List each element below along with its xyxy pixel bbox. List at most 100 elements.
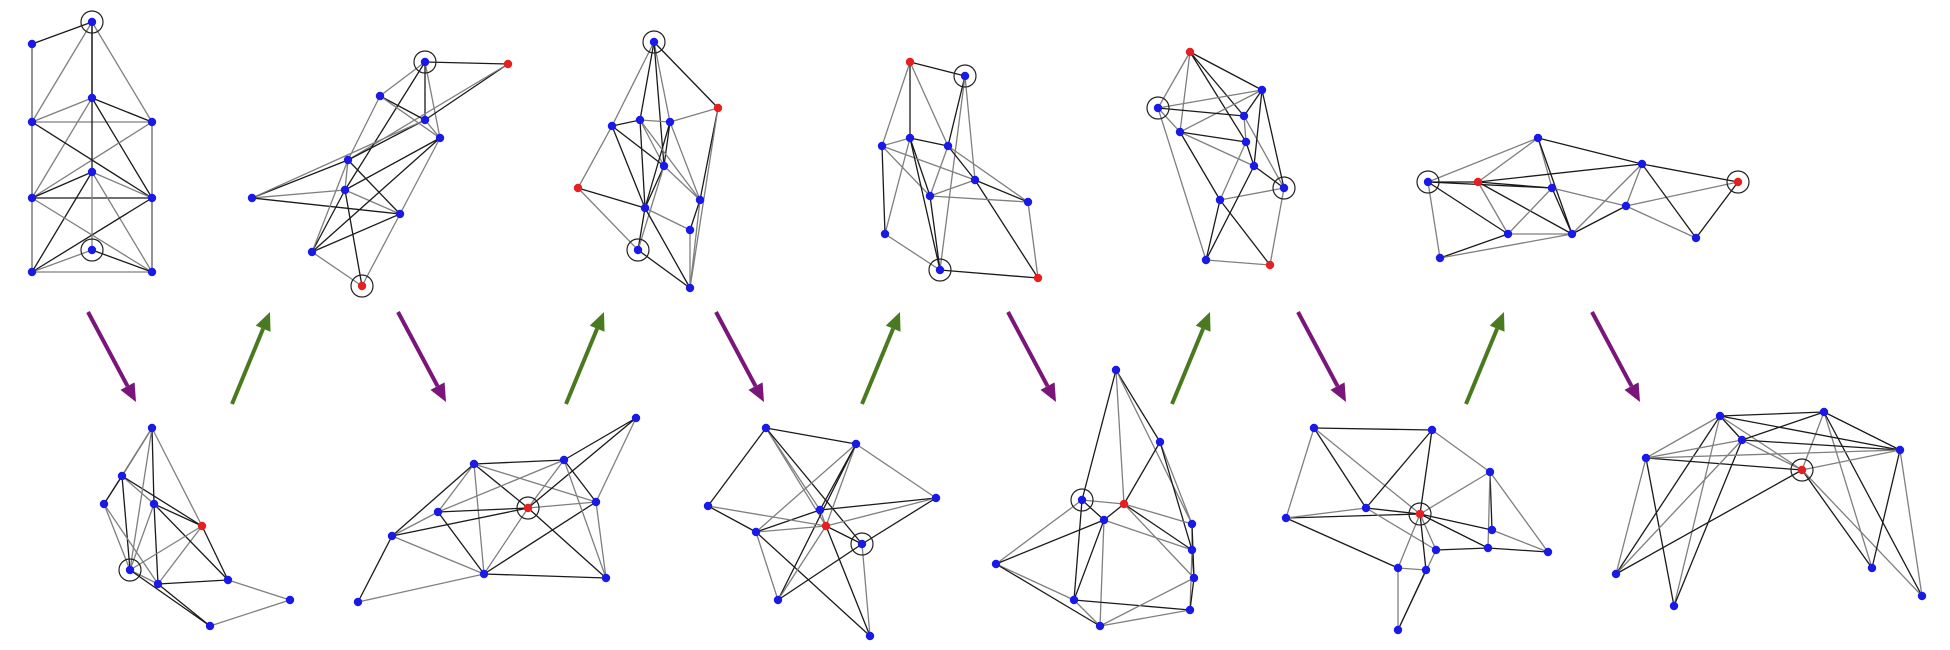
graph-bottom-3-edge — [825, 525, 871, 637]
graph-top-1-edge — [31, 171, 93, 199]
graph-bottom-1-edge — [153, 503, 229, 581]
graph-bottom-5-edge — [1489, 471, 1549, 553]
graph-top-5-node-blue — [1249, 161, 1259, 171]
graph-bottom-4-edge — [1073, 599, 1101, 627]
graph-top-4-edge — [929, 145, 949, 197]
graph-top-3-node-blue — [649, 37, 659, 47]
graph-bottom-5-edge — [1397, 567, 1427, 571]
graph-bottom-1-edge — [157, 583, 211, 627]
graph-bottom-1-edge — [227, 579, 291, 601]
graph-bottom-2-edge — [595, 417, 637, 503]
graph-bottom-2-edge — [483, 501, 597, 575]
graph-top-2-edge — [424, 63, 509, 121]
graph-bottom-3-edge — [755, 531, 871, 637]
graph-bottom-3-edge — [765, 427, 863, 545]
graph-bottom-1-edge — [153, 503, 203, 527]
graph-top-5-edge — [1179, 51, 1191, 133]
graph-top-5-edge — [1157, 107, 1245, 117]
graph-bottom-3-node-blue — [851, 439, 861, 449]
graph-bottom-5-edge — [1397, 569, 1427, 631]
graph-top-1-edge — [91, 97, 153, 123]
graph-bottom-1-node-red — [197, 521, 207, 531]
graph-bottom-3-node-blue — [865, 631, 875, 641]
graph-top-5-node-red — [1265, 260, 1275, 270]
graph-top-6-edge — [1477, 163, 1643, 183]
graph-bottom-4-edge — [995, 563, 1075, 601]
graph-top-3-node-blue — [685, 283, 695, 293]
graph-bottom-4-node-blue — [1077, 495, 1087, 505]
graph-bottom-2-edge — [437, 463, 475, 513]
graph-bottom-4-node-blue — [991, 559, 1001, 569]
graph-top-3-node-blue — [695, 195, 705, 205]
graph-top-2-node-blue — [307, 247, 317, 257]
arrow-head — [1624, 382, 1640, 402]
arrow-head — [1489, 312, 1505, 332]
graph-bottom-2-edge — [527, 417, 637, 509]
graph-bottom-1-edge — [121, 475, 131, 571]
graph-top-6-node-blue — [1691, 233, 1701, 243]
graph-bottom-5-edge — [1285, 427, 1315, 519]
graph-bottom-5-edge — [1285, 517, 1399, 569]
graph-top-4-edge — [909, 61, 966, 77]
graph-bottom-5-edge — [1365, 507, 1437, 551]
graph-top-3-edge — [669, 121, 701, 201]
graph-top-5-node-blue — [1241, 137, 1251, 147]
graph-top-3-edge — [639, 119, 671, 123]
graph-top-2-node-blue — [247, 193, 257, 203]
graph-bottom-1-edge — [209, 599, 291, 627]
graph-bottom-6-node-blue — [1867, 563, 1877, 573]
graph-bottom-3-edge — [777, 525, 827, 601]
graph-bottom-4-edge — [1099, 577, 1195, 627]
graph-top-6-edge — [1695, 181, 1739, 239]
graph-bottom-2-edge — [563, 459, 607, 579]
graph-top-5-edge — [1243, 115, 1247, 143]
graph-top-4-edge — [909, 137, 941, 271]
graph-top-4-edge — [881, 145, 886, 235]
graph-bottom-6-edge — [1615, 439, 1743, 575]
graph-top-5-edge — [1243, 89, 1263, 117]
graph-top-2-node-blue — [395, 209, 405, 219]
graph-bottom-6-edge — [1801, 449, 1901, 471]
arrow-head — [1330, 382, 1346, 402]
graph-top-5-edge — [1157, 89, 1263, 109]
graph-bottom-1-node-blue — [125, 565, 135, 575]
graph-bottom-6-edge — [1801, 411, 1825, 471]
graph-top-4-node-blue — [943, 141, 953, 151]
graph-top-6-edge — [1439, 233, 1573, 259]
graph-top-6-node-blue — [1503, 229, 1513, 239]
graph-bottom-2-edge — [483, 573, 607, 579]
graph-bottom-6-edge — [1801, 469, 1873, 569]
graph-bottom-2-edge — [473, 463, 597, 503]
graph-bottom-5-edge — [1419, 513, 1493, 531]
graph-bottom-1-node-blue — [205, 621, 215, 631]
graph-bottom-1-edge — [157, 525, 203, 585]
graph-top-6-edge — [1477, 181, 1509, 235]
graph-top-1-node-blue — [147, 267, 157, 277]
graph-bottom-4-node-blue — [1155, 437, 1165, 447]
graph-bottom-4-edge — [1115, 369, 1193, 525]
graph-top-6-edge — [1641, 163, 1697, 239]
graph-top-4-node-red — [1033, 273, 1043, 283]
graph-bottom-3-edge — [755, 509, 821, 533]
graph-bottom-4-highlight-ring — [1070, 488, 1094, 512]
graph-bottom-1-edge — [103, 503, 159, 585]
arrow-shaft — [1590, 311, 1634, 388]
graph-top-6-edge — [1477, 137, 1539, 183]
graph-top-6-edge — [1625, 163, 1643, 207]
graph-top-2-edge — [251, 119, 426, 199]
arrow-head — [748, 382, 764, 402]
graph-top-4-edge — [939, 75, 966, 271]
graph-top-4-edge — [909, 137, 949, 147]
graph-bottom-5-edge — [1487, 547, 1549, 553]
graph-top-5-edge — [1189, 51, 1245, 117]
graph-top-2-edge — [344, 159, 349, 191]
graph-top-1-node-blue — [27, 193, 37, 203]
graph-bottom-6-edge — [1801, 469, 1923, 597]
graph-top-2-edge — [347, 63, 509, 161]
graph-top-4-highlight-ring — [928, 258, 952, 282]
graph-bottom-1-edge — [121, 475, 203, 527]
graph-bottom-3-edge — [777, 443, 857, 601]
graph-bottom-4-node-blue — [1187, 545, 1197, 555]
graph-top-3-node-blue — [640, 203, 650, 213]
